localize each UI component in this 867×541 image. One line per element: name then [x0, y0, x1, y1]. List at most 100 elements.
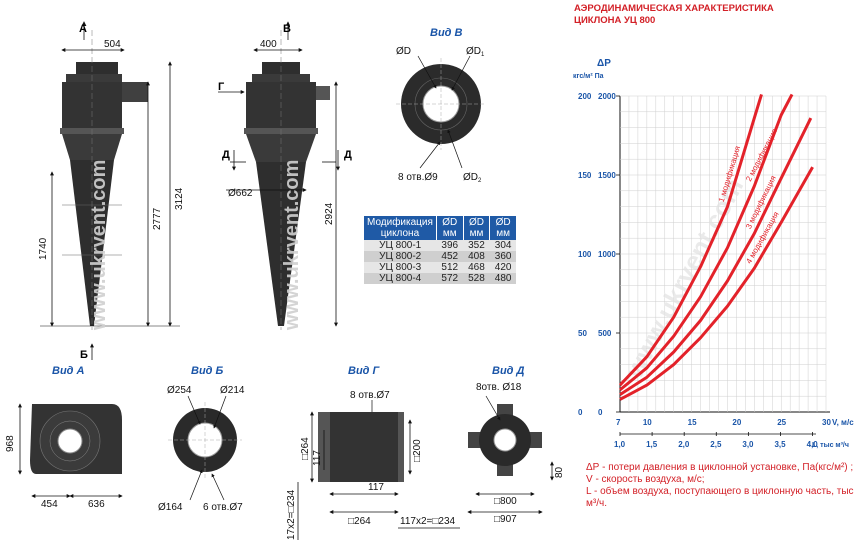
table-cell: 408 — [463, 251, 490, 262]
dim-454: 454 — [41, 499, 58, 510]
series-line-2 — [619, 93, 794, 392]
drawing-labels: А В Б Г Д Д Вид В Вид А Вид Б Вид Г Вид … — [5, 23, 565, 540]
x-tick-v: 10 — [643, 418, 652, 427]
dim-2924: 2924 — [324, 202, 335, 225]
cyclone-side-view — [244, 30, 330, 330]
table-row: УЦ 800-3 512 468 420 — [364, 262, 517, 273]
dim-234h: 117x2=□234 — [400, 516, 456, 527]
label-view-d-right: Д — [344, 149, 352, 161]
table-row: УЦ 800-2 452 408 360 — [364, 251, 517, 262]
dim-264v: □264 — [300, 437, 311, 460]
x-tick-v: 30 — [822, 418, 831, 427]
dim-od: ØD — [396, 46, 411, 57]
label-view-v-arrow: В — [283, 23, 291, 35]
dim-800: □800 — [494, 496, 517, 507]
series-line-4 — [619, 166, 814, 401]
legend-line-dp: ΔР - потери давления в циклонной установ… — [586, 462, 854, 473]
dim-264b: □264 — [348, 516, 371, 527]
y-axis-label: ΔP — [597, 58, 611, 69]
dim-400: 400 — [260, 39, 277, 50]
x-tick-v: 20 — [732, 418, 741, 427]
table-cell: 452 — [436, 251, 464, 262]
title-vid-a: Вид А — [52, 365, 85, 377]
table-cell: 396 — [436, 240, 464, 251]
dim-164: Ø164 — [158, 502, 183, 513]
label-view-d-left: Д — [222, 149, 230, 161]
y-tick-pa: 1500 — [598, 171, 616, 180]
dim-117h: 117 — [368, 482, 384, 493]
table-cell: 480 — [489, 273, 517, 284]
x-tick-v: 25 — [777, 418, 786, 427]
table-cell: 468 — [463, 262, 490, 273]
table-cell: УЦ 800-2 — [364, 251, 437, 262]
dim-234v: 17x2=□234 — [286, 489, 297, 540]
dim-254: Ø254 — [167, 385, 192, 396]
x-axis-label-l: L, тыс м³/ч — [812, 442, 849, 449]
x-tick-l: 1,0 — [614, 440, 626, 449]
legend-line-l: L - объем воздуха, поступающего в циклон… — [586, 486, 854, 509]
y-tick-pa: 1000 — [598, 250, 616, 259]
x-tick-l: 2,5 — [710, 440, 722, 449]
view-g-flange — [297, 400, 460, 540]
x-tick-l: 3,5 — [774, 440, 786, 449]
side-view-dimensions — [218, 21, 340, 327]
front-view-dimensions — [40, 21, 180, 360]
series-line-1 — [618, 93, 763, 387]
y-tick-kgs: 150 — [578, 171, 592, 180]
y-tick-kgs: 100 — [578, 250, 592, 259]
dim-od2: ØD2 — [463, 172, 482, 184]
y-tick-pa: 0 — [598, 408, 603, 417]
x-tick-l: 1,5 — [646, 440, 658, 449]
watermark-2: www.ukrvent.com — [281, 160, 303, 331]
x-axis-label-v: V, м/с — [832, 418, 854, 427]
watermark-1: www.ukrvent.com — [88, 160, 110, 331]
dim-holes-7g: 8 отв.Ø7 — [350, 390, 390, 401]
label-view-a-arrow: А — [79, 23, 87, 35]
title-vid-v: Вид В — [430, 27, 463, 39]
x-tick-l: 4,0 — [807, 440, 819, 449]
view-b-ring — [168, 395, 242, 501]
table-cell: УЦ 800-3 — [364, 262, 437, 273]
watermarks: www.ukrvent.com www.ukrvent.com — [88, 160, 303, 331]
y-tick-pa: 2000 — [598, 92, 616, 101]
y-axis-units: кгс/м² Па — [573, 73, 604, 80]
dim-907: □907 — [494, 514, 517, 525]
label-view-b-arrow: Б — [80, 349, 88, 361]
dim-662: Ø662 — [228, 188, 253, 199]
dim-2777: 2777 — [152, 207, 163, 230]
table-cell: 528 — [463, 273, 490, 284]
chart-title-line-2: ЦИКЛОНА УЦ 800 — [574, 15, 656, 26]
view-a-top — [18, 403, 123, 498]
table-row: УЦ 800-1 396 352 304 — [364, 240, 517, 251]
table-cell: 572 — [436, 273, 464, 284]
x-tick-v: 15 — [688, 418, 697, 427]
title-vid-b: Вид Б — [191, 365, 224, 377]
dim-117v: 117 — [312, 450, 323, 466]
title-vid-d: Вид Д — [492, 365, 525, 377]
table-cell: 512 — [436, 262, 464, 273]
table-cell: УЦ 800-1 — [364, 240, 437, 251]
table-cell: УЦ 800-4 — [364, 273, 437, 284]
dim-1740: 1740 — [38, 237, 49, 260]
dim-214: Ø214 — [220, 385, 245, 396]
x-tick-v: 7 — [616, 418, 621, 427]
view-v-ring — [396, 55, 486, 169]
chart-legend: ΔР - потери давления в циклонной установ… — [586, 462, 862, 510]
dim-holes-9: 8 отв.Ø9 — [398, 172, 438, 183]
dim-80: 80 — [554, 466, 565, 478]
dim-200: □200 — [412, 439, 423, 462]
y-tick-kgs: 0 — [578, 408, 583, 417]
view-d-outlet — [467, 395, 554, 514]
table-cell: 360 — [489, 251, 517, 262]
table-cell: 304 — [489, 240, 517, 251]
table-cell: 352 — [463, 240, 490, 251]
cyclone-front-view — [60, 30, 148, 330]
x-tick-l: 3,0 — [742, 440, 754, 449]
